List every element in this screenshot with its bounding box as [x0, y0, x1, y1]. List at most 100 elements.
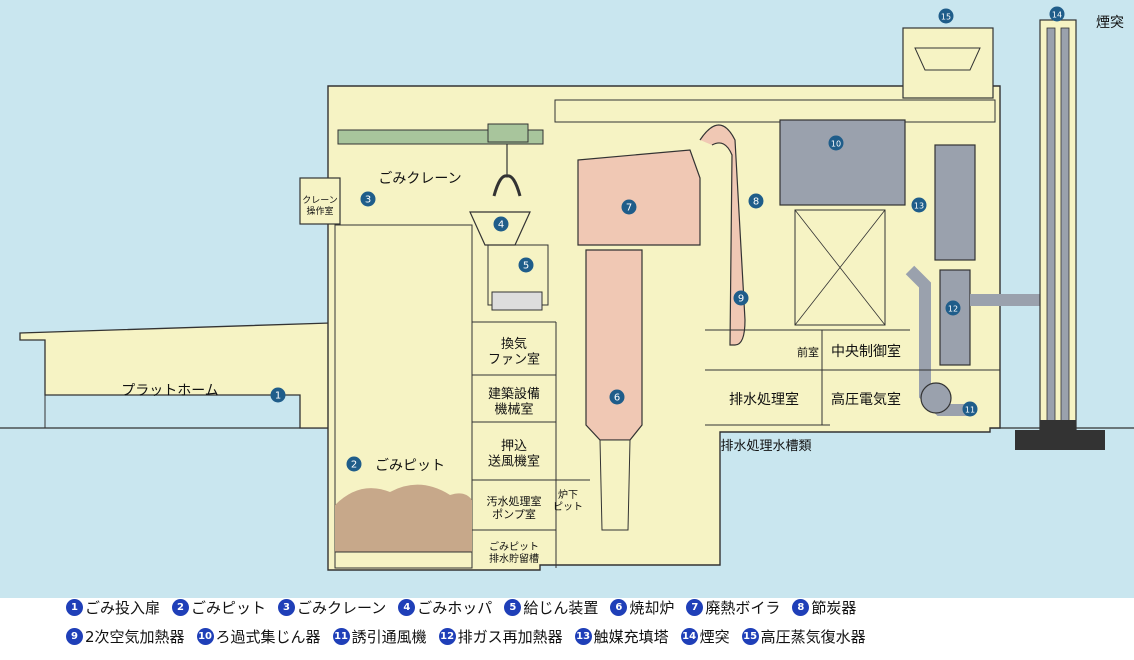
legend-label: 高圧蒸気復水器: [760, 627, 866, 646]
marker-circle: [270, 387, 286, 403]
legend-label: 節炭器: [811, 598, 857, 617]
marker-circle: [962, 401, 978, 417]
marker-8: 8: [748, 193, 764, 209]
marker-number: 1: [275, 391, 281, 402]
label-crane: ごみクレーン: [378, 171, 461, 187]
reheater: [939, 269, 971, 366]
crane-trolley: [487, 123, 529, 143]
chimney-foundation: [1015, 420, 1105, 450]
marker-number: 6: [614, 393, 620, 404]
label-crane-room: クレーン操作室: [302, 195, 338, 217]
marker-circle: [346, 456, 362, 472]
steel-frame: [794, 209, 886, 326]
label-line: 操作室: [306, 205, 333, 217]
marker-7: 7: [621, 199, 637, 215]
marker-number: 15: [941, 13, 951, 22]
plant-cross-section-diagram: ごみクレーン クレーン操作室 プラットホーム ごみピット 換気ファン室 建築設備…: [0, 0, 1134, 598]
label-line: ファン室: [488, 352, 540, 368]
marker-circle: [360, 191, 376, 207]
marker-circle: [938, 8, 954, 24]
label-hv-room: 高圧電気室: [831, 391, 901, 408]
label-building-equipment: 建築設備機械室: [488, 386, 540, 418]
label-line: 押込: [501, 439, 527, 454]
label-pit: ごみピット: [375, 458, 445, 474]
marker-circle: [748, 193, 764, 209]
marker-13: 13: [911, 197, 927, 213]
legend-label: ごみホッパ: [417, 598, 493, 617]
legend-number: 10: [196, 627, 214, 645]
marker-circle: [518, 257, 534, 273]
legend-label: ごみ投入扉: [85, 598, 161, 617]
label-forced-draft: 押込送風機室: [488, 439, 540, 470]
incinerator: [585, 249, 643, 441]
marker-number: 3: [365, 195, 371, 206]
label-line: 換気: [501, 336, 527, 352]
marker-2: 2: [346, 456, 362, 472]
waste-heat-boiler: [577, 149, 701, 246]
label-wastewater-tanks: 排水処理水槽類: [720, 439, 811, 454]
flue-2: [1060, 27, 1070, 429]
marker-number: 14: [1052, 11, 1062, 20]
marker-number: 2: [351, 460, 357, 471]
label-line: ポンプ室: [492, 507, 536, 521]
label-line: 送風機室: [488, 454, 540, 470]
legend-number: 4: [398, 598, 416, 616]
marker-9: 9: [733, 290, 749, 306]
marker-3: 3: [360, 191, 376, 207]
legend-label: 誘引通風機: [351, 627, 427, 646]
brace-2: [794, 209, 886, 326]
legend-label: ごみクレーン: [297, 598, 387, 617]
marker-number: 5: [523, 261, 529, 272]
marker-number: 4: [498, 220, 504, 231]
marker-11: 11: [962, 401, 978, 417]
furnace-bottom: [599, 439, 631, 531]
marker-6: 6: [609, 389, 625, 405]
marker-circle: [945, 300, 961, 316]
bag-filter: [779, 119, 906, 206]
marker-4: 4: [493, 216, 509, 232]
legend-number: 13: [574, 627, 592, 645]
marker-number: 11: [965, 406, 975, 415]
legend-number: 1: [66, 598, 83, 616]
legend-number: 14: [680, 627, 698, 645]
legend: [0, 598, 1134, 660]
refuse-pile: [335, 484, 472, 552]
label-line: 汚水処理室: [487, 494, 542, 508]
legend-label: ろ過式集じん器: [215, 627, 321, 646]
catalyst-tower: [934, 144, 976, 261]
legend-label: ごみピット: [191, 598, 267, 617]
label-furnace-pit: 炉下ピット: [553, 489, 583, 513]
legend-number: 9: [66, 627, 83, 645]
main-building: [327, 85, 1001, 571]
legend-number: 12: [438, 627, 456, 645]
marker-circle: [1049, 6, 1065, 22]
legend-number: 7: [686, 598, 704, 616]
marker-1: 1: [270, 387, 286, 403]
marker-number: 8: [753, 197, 759, 208]
label-pit-drain: ごみピット排水貯留槽: [489, 540, 539, 565]
pit-floor: [334, 551, 473, 569]
marker-15: 15: [938, 8, 954, 24]
marker-circle: [621, 199, 637, 215]
condenser-unit: [914, 47, 981, 71]
legend-number: 15: [741, 627, 759, 645]
legend-number: 11: [332, 627, 350, 645]
legend-number: 3: [278, 598, 296, 616]
label-line: ピット: [553, 501, 583, 513]
legend-number: 6: [610, 598, 628, 616]
plant-cross-section-svg: ごみクレーン クレーン操作室 プラットホーム ごみピット 換気ファン室 建築設備…: [0, 6, 1134, 571]
legend-label: 排ガス再加熱器: [457, 627, 563, 646]
legend-number: 5: [504, 598, 522, 616]
legend-label: 煙突: [699, 627, 730, 646]
label-line: 炉下: [558, 489, 578, 501]
